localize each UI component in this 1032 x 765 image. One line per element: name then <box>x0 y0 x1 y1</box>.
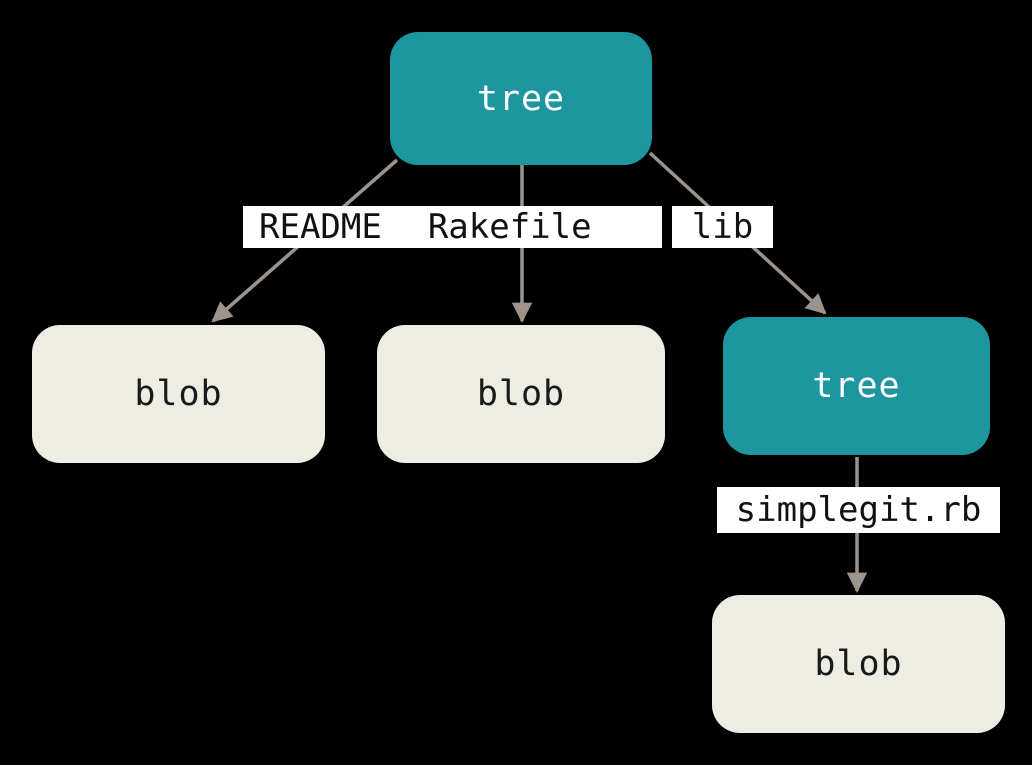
node-tree-root: tree <box>390 32 652 165</box>
node-tree-lib: tree <box>723 317 990 455</box>
node-blob-middle: blob <box>377 325 665 463</box>
edge-label-lib: lib <box>672 206 773 248</box>
node-tree-lib-label: tree <box>812 366 901 406</box>
edge-label-simplegit: simplegit.rb <box>717 487 1000 533</box>
node-blob-left-label: blob <box>134 374 223 414</box>
node-blob-bottom: blob <box>712 595 1005 733</box>
edge-label-strip: README Rakefile <box>243 206 662 248</box>
node-blob-left: blob <box>32 325 325 463</box>
node-tree-root-label: tree <box>476 78 566 119</box>
edge-label-readme: README <box>259 207 382 247</box>
node-blob-bottom-label: blob <box>814 644 903 684</box>
node-blob-middle-label: blob <box>476 374 566 414</box>
edge-label-rakefile: Rakefile <box>427 207 592 247</box>
